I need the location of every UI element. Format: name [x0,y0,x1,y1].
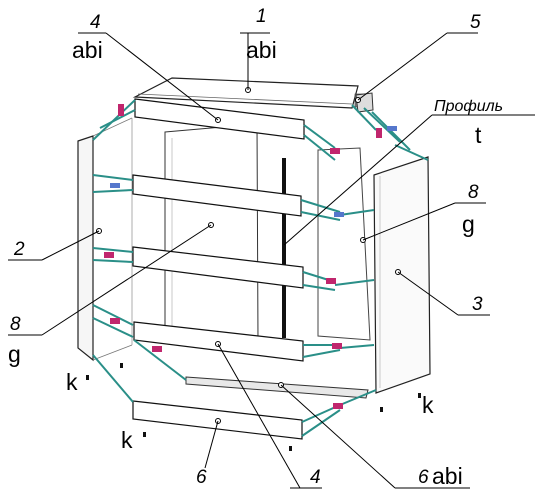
label-profile-sub: t [475,122,482,148]
cam-fittings [104,104,397,409]
label-1-sub: abi [246,37,277,63]
leader-lines [8,32,535,489]
label-4-top: 4 [90,12,101,33]
label-8-right: 8 [468,182,479,203]
label-6-right-sub: abi [432,463,463,489]
label-k-left-lower: k [121,427,133,453]
label-4-bottom: 4 [310,467,321,488]
label-5: 5 [470,12,481,33]
shelf-middle-lower [132,246,304,289]
label-2: 2 [13,239,25,260]
label-6-left: 6 [196,467,207,488]
vertical-profile [282,158,286,338]
label-k-right: k [422,392,434,418]
label-6-right: 6 [418,467,429,488]
label-8-right-sub: g [462,211,475,237]
plinth-rail [185,376,369,399]
label-1: 1 [256,6,267,27]
label-8-left: 8 [10,314,21,335]
label-k-left-upper: k [66,369,78,395]
leg-marks [86,363,421,451]
label-4-top-sub: abi [72,37,103,63]
label-3: 3 [472,294,483,315]
label-8-left-sub: g [8,341,21,367]
label-profile: Профиль [434,98,503,115]
callout-labels: 4 abi 1 abi 5 Профиль t 8 g 2 3 8 g k k … [8,6,503,489]
shelf-middle-upper [132,174,302,217]
back-panel [164,123,371,343]
